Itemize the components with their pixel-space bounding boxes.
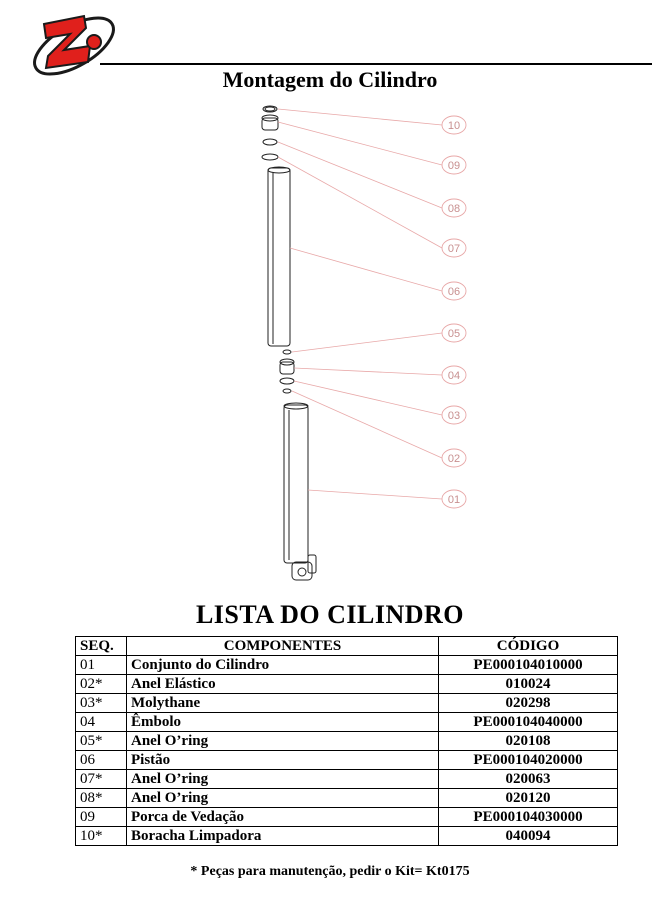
table-row: 07* Anel O’ring 020063 xyxy=(75,769,618,789)
part-06-piston-rod xyxy=(267,167,291,347)
header-component: COMPONENTES xyxy=(126,636,439,656)
table-row: 09 Porca de Vedação PE000104030000 xyxy=(75,807,618,827)
row-component: Molythane xyxy=(126,693,439,713)
row-seq: 04 xyxy=(75,712,127,732)
table-row: 02* Anel Elástico 010024 xyxy=(75,674,618,694)
header-seq: SEQ. xyxy=(75,636,127,656)
callout-06: 06 xyxy=(441,281,467,301)
part-04-plunger xyxy=(279,361,295,375)
row-code: PE000104020000 xyxy=(438,750,618,770)
part-01-cylinder xyxy=(283,404,309,564)
list-title: LISTA DO CILINDRO xyxy=(195,600,465,629)
row-seq: 10* xyxy=(75,826,127,846)
row-seq: 08* xyxy=(75,788,127,808)
callout-label: 06 xyxy=(448,286,460,298)
row-seq: 03* xyxy=(75,693,127,713)
callout-08: 08 xyxy=(441,198,467,218)
part-09-seal-nut xyxy=(261,117,279,131)
row-component: Êmbolo xyxy=(126,712,439,732)
row-seq: 07* xyxy=(75,769,127,789)
header-rule xyxy=(100,63,652,65)
header-code: CÓDIGO xyxy=(438,636,618,656)
callout-label: 04 xyxy=(448,370,460,382)
part-07-oring xyxy=(261,153,279,161)
callout-03: 03 xyxy=(441,405,467,425)
table-row: 08* Anel O’ring 020120 xyxy=(75,788,618,808)
callout-label: 02 xyxy=(448,453,460,465)
row-code: 020108 xyxy=(438,731,618,751)
table-row: 04 Êmbolo PE000104040000 xyxy=(75,712,618,732)
row-code: PE000104040000 xyxy=(438,712,618,732)
table-row: 05* Anel O’ring 020108 xyxy=(75,731,618,751)
row-component: Porca de Vedação xyxy=(126,807,439,827)
brand-logo-icon xyxy=(33,14,115,76)
callout-02: 02 xyxy=(441,448,467,468)
table-row: 01 Conjunto do Cilindro PE000104010000 xyxy=(75,655,618,675)
callout-04: 04 xyxy=(441,365,467,385)
table-row: 03* Molythane 020298 xyxy=(75,693,618,713)
table-header-row: SEQ. COMPONENTES CÓDIGO xyxy=(75,636,618,656)
callout-01: 01 xyxy=(441,489,467,509)
row-code: 020298 xyxy=(438,693,618,713)
callout-07: 07 xyxy=(441,238,467,258)
callout-10: 10 xyxy=(441,115,467,135)
callout-label: 03 xyxy=(448,410,460,422)
part-10-wiper xyxy=(262,105,278,113)
callout-label: 01 xyxy=(448,494,460,506)
row-code: 010024 xyxy=(438,674,618,694)
callout-label: 05 xyxy=(448,328,460,340)
row-code: 040094 xyxy=(438,826,618,846)
part-05-oring xyxy=(282,349,292,355)
page-title: Montagem do Cilindro xyxy=(222,67,438,92)
row-component: Anel O’ring xyxy=(126,769,439,789)
row-code: 020120 xyxy=(438,788,618,808)
row-component: Boracha Limpadora xyxy=(126,826,439,846)
row-code: PE000104010000 xyxy=(438,655,618,675)
row-seq: 06 xyxy=(75,750,127,770)
callout-05: 05 xyxy=(441,323,467,343)
table-row: 10* Boracha Limpadora 040094 xyxy=(75,826,618,846)
part-08-oring xyxy=(262,138,278,146)
callout-label: 07 xyxy=(448,243,460,255)
row-component: Anel O’ring xyxy=(126,731,439,751)
callout-label: 09 xyxy=(448,160,460,172)
row-seq: 01 xyxy=(75,655,127,675)
callout-lines xyxy=(277,108,443,500)
table-row: 06 Pistão PE000104020000 xyxy=(75,750,618,770)
row-component: Anel O’ring xyxy=(126,788,439,808)
row-component: Conjunto do Cilindro xyxy=(126,655,439,675)
callout-09: 09 xyxy=(441,155,467,175)
row-component: Anel Elástico xyxy=(126,674,439,694)
row-seq: 09 xyxy=(75,807,127,827)
part-02-elastic-ring xyxy=(282,388,292,394)
callout-bubbles: 10 09 08 07 06 05 04 03 02 01 xyxy=(441,115,467,509)
cylinder-exploded-drawing: 10 09 08 07 06 05 04 03 02 01 xyxy=(261,105,467,581)
callout-label: 10 xyxy=(448,120,460,132)
callout-label: 08 xyxy=(448,203,460,215)
row-seq: 05* xyxy=(75,731,127,751)
row-code: PE000104030000 xyxy=(438,807,618,827)
parts-table: SEQ. COMPONENTES CÓDIGO 01 Conjunto do C… xyxy=(75,636,618,846)
row-seq: 02* xyxy=(75,674,127,694)
cylinder-parts xyxy=(261,105,317,581)
row-code: 020063 xyxy=(438,769,618,789)
part-03-molythane xyxy=(279,377,295,385)
row-component: Pistão xyxy=(126,750,439,770)
footnote: * Peças para manutenção, pedir o Kit= Kt… xyxy=(190,864,470,879)
